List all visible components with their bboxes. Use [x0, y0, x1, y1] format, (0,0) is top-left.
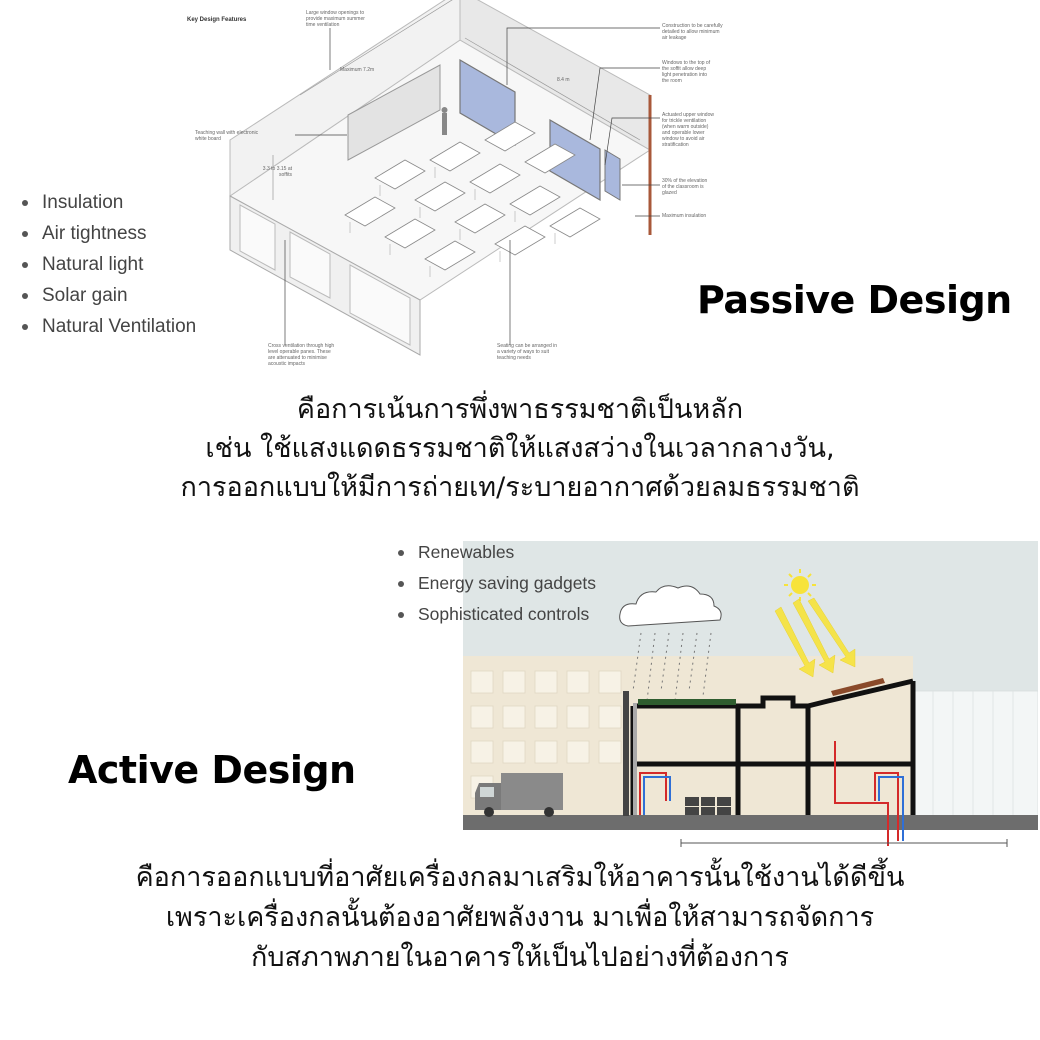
callout-cross-ventilation: Cross ventilation through high level ope…	[268, 343, 335, 367]
whiteboard	[347, 64, 441, 161]
description-line: คือการออกแบบที่อาศัยเครื่องกลมาเสริมให้อ…	[135, 862, 905, 893]
description-line: คือการเน้นการพึ่งพาธรรมชาติเป็นหลัก	[296, 394, 744, 425]
list-item: Renewables	[396, 541, 596, 572]
active-feature-list: Renewables Energy saving gadgets Sophist…	[396, 541, 596, 634]
description-line: เพราะเครื่องกลนั้นต้องอาศัยพลังงาน มาเพื…	[165, 902, 875, 933]
dimension-depth: 8.4 m	[557, 77, 570, 83]
classroom-isometric-diagram	[229, 0, 660, 356]
callout-insulation: Maximum insulation	[662, 213, 707, 219]
passive-description: คือการเน้นการพึ่งพาธรรมชาติเป็นหลัก เช่น…	[0, 390, 1040, 507]
solar-panel	[831, 678, 885, 696]
list-item: Air tightness	[20, 221, 196, 252]
back-wall	[229, 0, 461, 197]
green-roof	[638, 699, 736, 705]
callout-air-leakage: Construction to be carefully detailed to…	[662, 23, 723, 41]
desk-rows	[344, 121, 601, 271]
description-line: กับสภาพภายในอาคารให้เป็นไปอย่างที่ต้องกา…	[251, 942, 789, 973]
list-item: Solar gain	[20, 283, 196, 314]
diagram-title: Key Design Features	[187, 17, 247, 23]
callout-seating: Seating can be arranged in a variety of …	[497, 343, 558, 361]
description-line: เช่น ใช้แสงแดดธรรมชาติให้แสงสว่างในเวลาก…	[205, 433, 835, 464]
battery-bank	[685, 797, 731, 815]
list-item: Natural Ventilation	[20, 314, 196, 345]
list-item: Natural light	[20, 252, 196, 283]
passive-design-title: Passive Design	[697, 278, 1012, 322]
list-item: Energy saving gadgets	[396, 572, 596, 603]
dimension-width: Maximum 7.2m	[340, 67, 375, 73]
sun	[784, 569, 816, 601]
passive-feature-list: Insulation Air tightness Natural light S…	[20, 190, 196, 345]
delivery-truck	[475, 773, 563, 817]
active-design-title: Active Design	[68, 748, 356, 792]
teacher-figure	[442, 113, 447, 135]
ground	[463, 815, 1038, 830]
dimension-height: 3.3 to 3.15 at soffits	[262, 166, 292, 178]
callout-glazing: 30% of the elevation of the classroom is…	[662, 178, 708, 196]
active-description: คือการออกแบบที่อาศัยเครื่องกลมาเสริมให้อ…	[0, 858, 1040, 978]
building-section-diagram	[463, 541, 1038, 847]
rain-cloud	[619, 585, 722, 627]
description-line: การออกแบบให้มีการถ่ายเท/ระบายอากาศด้วยลม…	[180, 472, 860, 503]
callout-whiteboard: Teaching wall with electronic white boar…	[195, 130, 259, 142]
callout-actuated-window: Actuated upper window for trickle ventil…	[662, 112, 714, 148]
list-item: Sophisticated controls	[396, 603, 596, 634]
callout-soffit-windows: Windows to the top of the soffit allow d…	[662, 60, 711, 84]
callout-top: Large window openings to provide maximum…	[306, 10, 365, 28]
list-item: Insulation	[20, 190, 196, 221]
